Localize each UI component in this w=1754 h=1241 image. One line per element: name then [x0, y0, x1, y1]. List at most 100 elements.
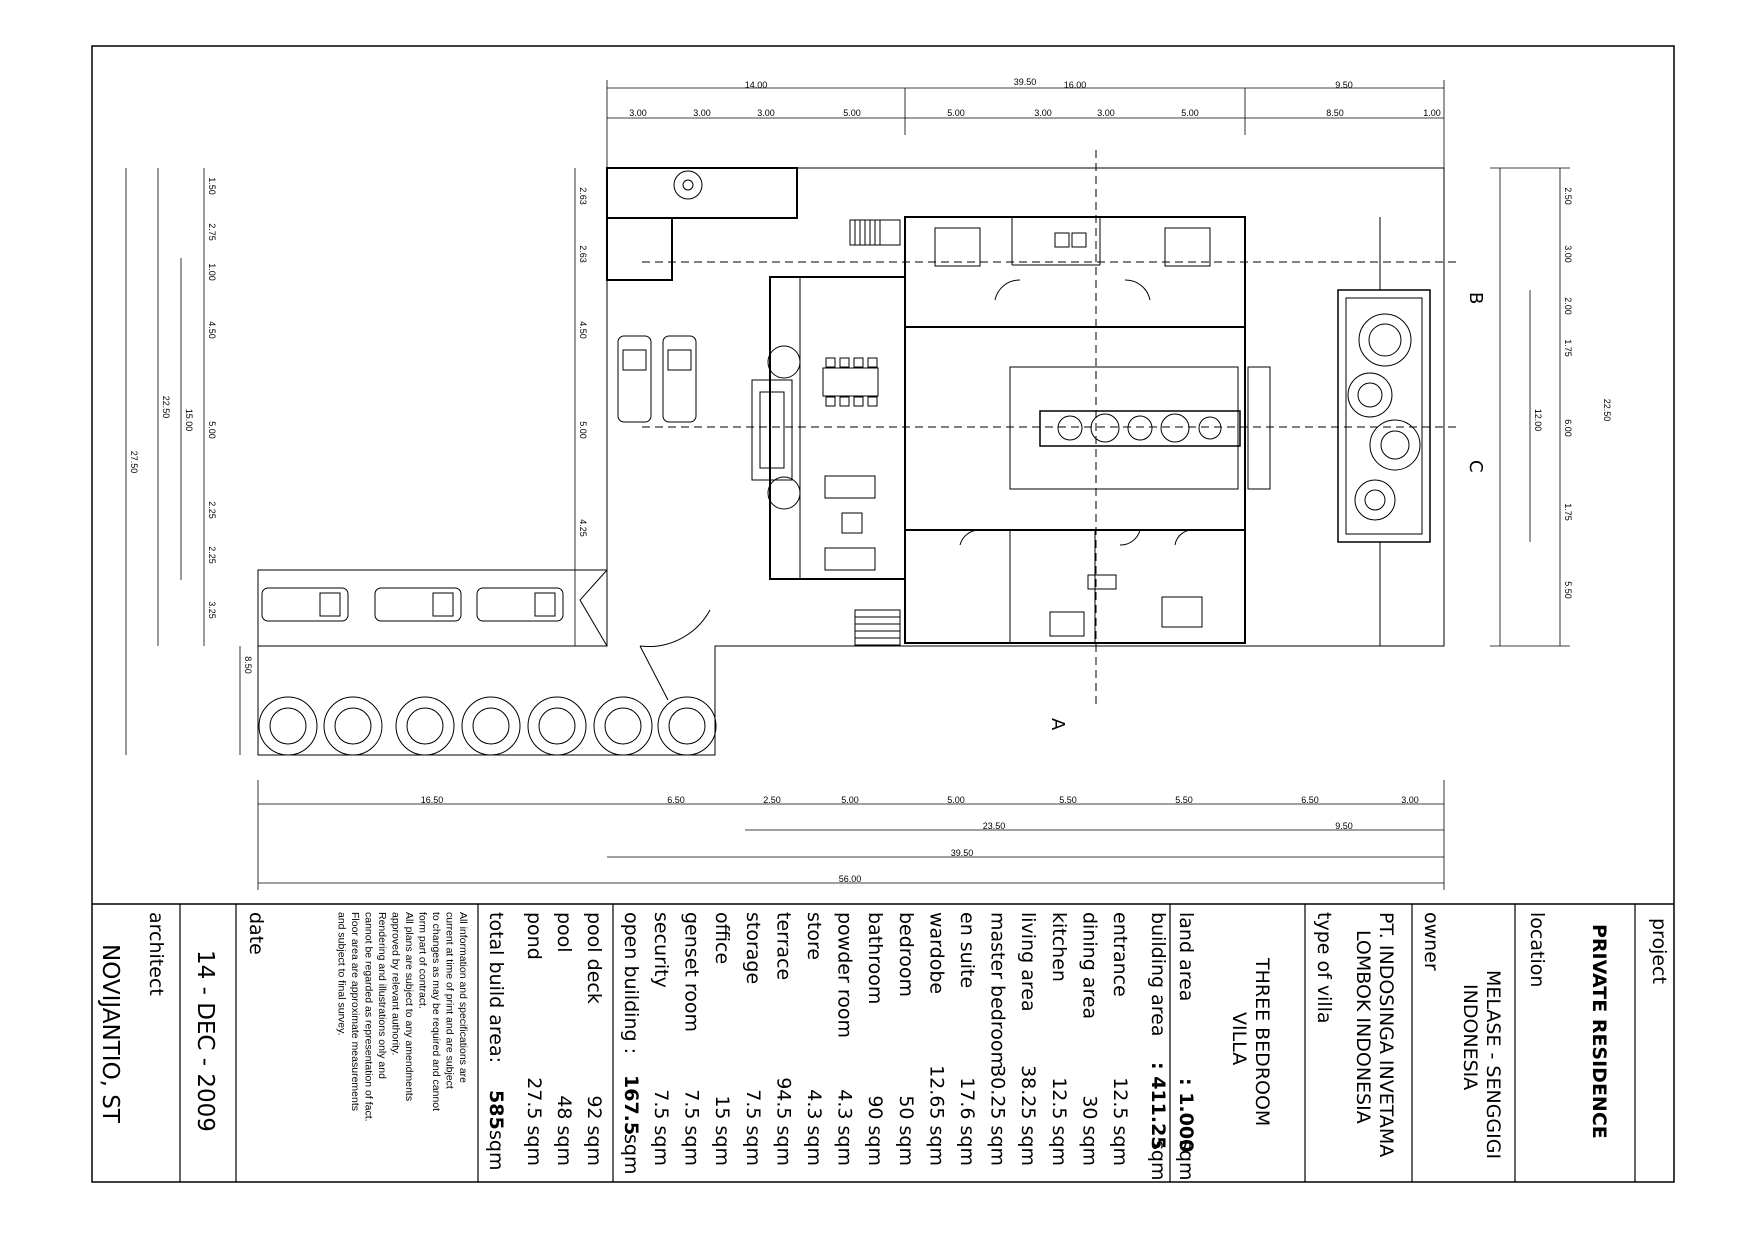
- room-name: master bedroom: [987, 912, 1009, 1070]
- building-area-unit: sqm: [1147, 1140, 1169, 1180]
- dim-top-seg: 8.50: [1326, 108, 1344, 118]
- section-marker-a: A: [1047, 718, 1068, 731]
- section-marker-b: B: [1465, 292, 1486, 304]
- date-label: date: [245, 912, 267, 955]
- room-area: 12.5 sqm: [1048, 1077, 1070, 1166]
- total-build-unit: sqm: [485, 1130, 507, 1170]
- car-icon: [374, 587, 462, 622]
- sofa-icon: [824, 475, 876, 499]
- room-name: terrace: [772, 912, 794, 980]
- dim-left-seg: 4.50: [207, 321, 217, 339]
- disclaimer-line: Floor area are approximate measurements: [349, 912, 361, 1111]
- sheet-frame: [91, 45, 1675, 1183]
- sink-icon: [1087, 574, 1117, 590]
- section-lines: [642, 150, 1460, 708]
- car-icon: [662, 335, 697, 423]
- project-label: project: [1648, 918, 1670, 984]
- dim-left-seg: 1.50: [207, 177, 217, 195]
- dim-bottom-seg: 2.50: [763, 795, 781, 805]
- owner-line-1: PT. INDOSINGA INVETAMA: [1375, 912, 1397, 1157]
- dim-right-seg: 5.50: [1563, 581, 1573, 599]
- dim-bottom-seg: 6.50: [1301, 795, 1319, 805]
- dim-top-seg: 1.00: [1423, 108, 1441, 118]
- dim-left-seg: 2.25: [207, 501, 217, 519]
- dim-top-group: 16.00: [1064, 80, 1087, 90]
- room-area: 4.3 sqm: [803, 1089, 825, 1166]
- west-terrace: [799, 276, 906, 580]
- room-name: office: [711, 912, 733, 964]
- dim-left-seg: 2.75: [207, 223, 217, 241]
- tree-row-icon: [258, 696, 717, 756]
- open-item-name: pool: [553, 912, 575, 953]
- total-build-label: total build area:: [485, 912, 507, 1063]
- center-pool: [1039, 410, 1241, 447]
- project-name: PRIVATE RESIDENCE: [1588, 924, 1610, 1139]
- room-area: 38.25 sqm: [1017, 1065, 1039, 1166]
- spiral-stair-icon: [673, 170, 703, 200]
- room-name: security: [650, 912, 672, 988]
- room-area: 12.5 sqm: [1109, 1077, 1131, 1166]
- total-build-value: 585: [485, 1090, 507, 1130]
- room-area: 7.5 sqm: [681, 1089, 703, 1166]
- room-name: storage: [742, 912, 764, 984]
- dim-bottom-group: 23.50: [983, 821, 1006, 831]
- car-icon: [476, 587, 564, 622]
- toilet-icon: [1071, 232, 1087, 248]
- house-outline: [904, 216, 1246, 644]
- dim-bottom-seg: 5.50: [1175, 795, 1193, 805]
- open-building-unit: sqm: [620, 1134, 642, 1174]
- room-area: 4.3 sqm: [834, 1089, 856, 1166]
- room-name: store: [803, 912, 825, 960]
- dim-left-center: 2.63: [578, 187, 588, 205]
- room-name: kitchen: [1048, 912, 1070, 982]
- dim-right-mid: 12.00: [1533, 409, 1543, 432]
- building-area-label: building area: [1147, 912, 1169, 1037]
- disclaimer-line: Rendering and illustrations only and: [376, 912, 388, 1079]
- dim-left-seg: 3.25: [207, 601, 217, 619]
- dim-left-seg: 5.00: [207, 421, 217, 439]
- building-area-value: : 411.25: [1147, 1062, 1169, 1150]
- room-name: living area: [1017, 912, 1039, 1012]
- disclaimer-line: form part of contract.: [417, 912, 429, 1009]
- dim-left-center: 2.63: [578, 245, 588, 263]
- land-area-label: land area: [1175, 912, 1197, 1001]
- open-building-label: open building :: [620, 912, 642, 1054]
- open-item-name: pool deck: [583, 912, 605, 1004]
- disclaimer-line: approved by relevant authority.: [390, 912, 402, 1055]
- dim-right-seg: 1.75: [1563, 339, 1573, 357]
- room-name: bathroom: [864, 912, 886, 1004]
- dim-top-group: 9.50: [1335, 80, 1353, 90]
- dim-left-inner: 15.00: [184, 409, 194, 432]
- dim-top-seg: 3.00: [629, 108, 647, 118]
- room-area: 94.5 sqm: [772, 1077, 794, 1166]
- location-label: location: [1526, 912, 1548, 987]
- dim-top-seg: 3.00: [693, 108, 711, 118]
- bed-icon: [1161, 596, 1203, 628]
- location-line-2: INDONESIA: [1459, 984, 1481, 1090]
- tree-icon: [767, 345, 801, 379]
- title-block: [92, 903, 1674, 1182]
- open-item-area: 27.5 sqm: [523, 1077, 545, 1166]
- room-area: 7.5 sqm: [650, 1089, 672, 1166]
- pool-ripple-icon: [1057, 413, 1222, 443]
- room-name: bedroom: [895, 912, 917, 997]
- room-area: 15 sqm: [711, 1095, 733, 1166]
- architect-value: NOVIJANTIO, ST: [97, 944, 123, 1124]
- dim-right-seg: 6.00: [1563, 419, 1573, 437]
- room-name: powder room: [834, 912, 856, 1038]
- entry-wall: [579, 280, 608, 647]
- bed-icon: [934, 227, 981, 267]
- disclaimer-line: to changes as may be required and cannot: [430, 912, 442, 1111]
- sofa-icon: [824, 547, 876, 571]
- villa-type-label: type of villa: [1313, 912, 1335, 1024]
- dim-top-seg: 5.00: [843, 108, 861, 118]
- open-item-area: 48 sqm: [553, 1095, 575, 1166]
- room-name: dining area: [1078, 912, 1100, 1019]
- disclaimer-line: and subject to final survey.: [336, 912, 348, 1036]
- floor-plan: [257, 150, 1460, 756]
- dim-right-overall: 22.50: [1602, 399, 1612, 422]
- villa-type-line-1: THREE BEDROOM: [1251, 957, 1273, 1126]
- dim-bottom-seg: 5.00: [947, 795, 965, 805]
